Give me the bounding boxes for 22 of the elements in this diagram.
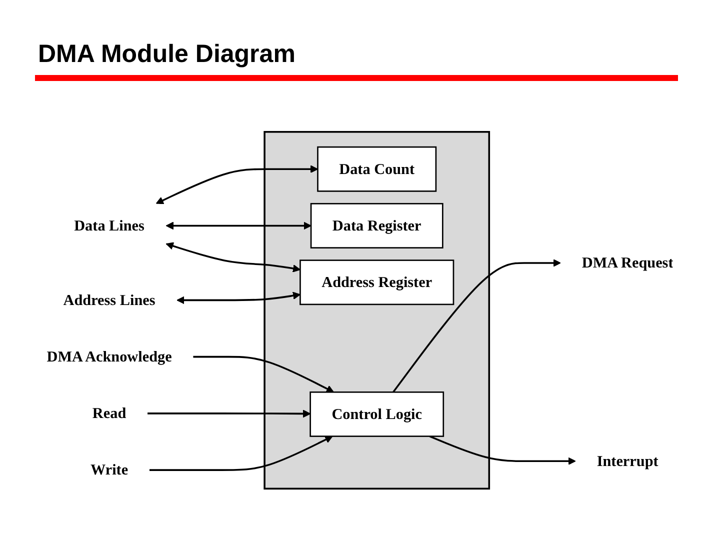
arrow (149, 436, 333, 471)
node-text: Write (90, 461, 128, 478)
node-box: Control Logic (310, 391, 444, 437)
arrow (429, 435, 576, 466)
node-text: Address Lines (63, 291, 156, 308)
node-text: Data Lines (74, 217, 144, 234)
arrow (156, 165, 318, 204)
node-box: Data Register (310, 203, 444, 248)
node-text: DMA Acknowledge (46, 348, 172, 366)
node-text: Read (92, 404, 126, 422)
node-box: Address Register (300, 260, 454, 306)
title: DMA Module Diagram (38, 40, 296, 69)
node-text: DMA Request (582, 254, 674, 272)
node-text: Interrupt (596, 452, 658, 470)
arrow (166, 242, 301, 272)
arrow (176, 292, 301, 304)
arrow (148, 410, 311, 418)
arrow (166, 222, 312, 230)
cluster (264, 130, 490, 490)
arrow (193, 356, 334, 392)
node-box: Data Count (317, 146, 437, 192)
arrow (392, 259, 561, 393)
